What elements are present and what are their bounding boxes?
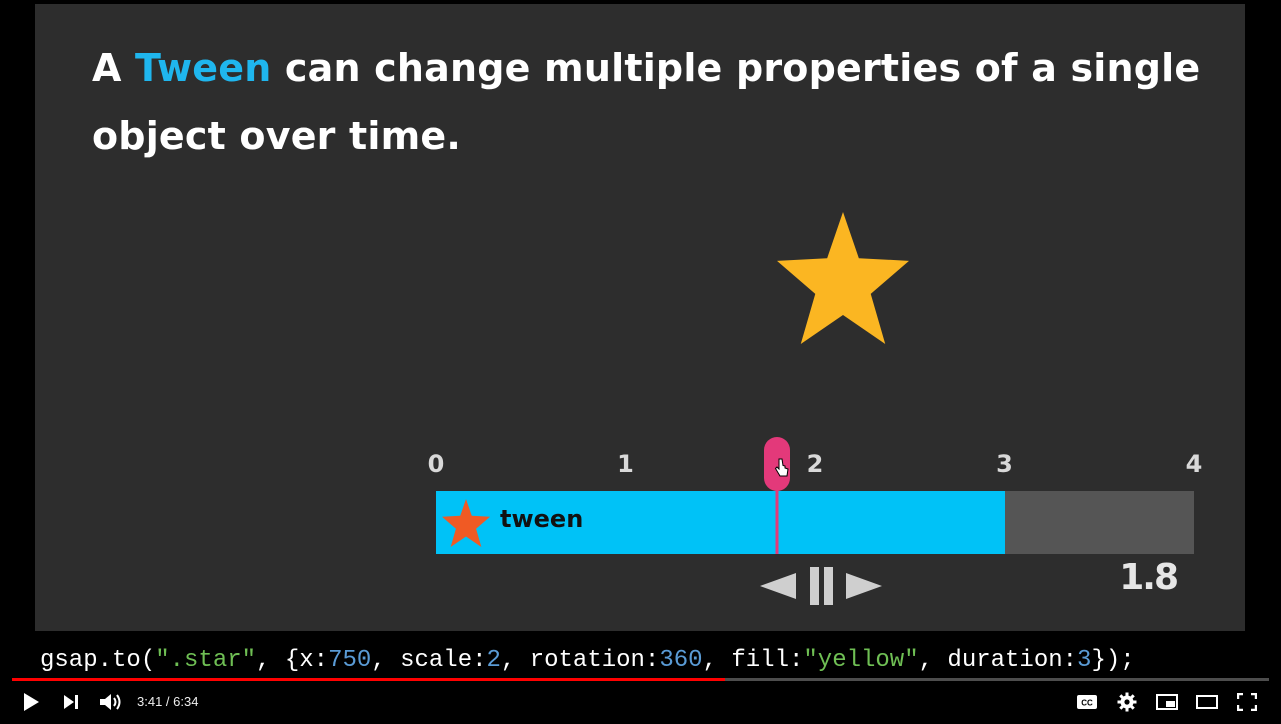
code-token: gsap.to( — [40, 647, 156, 674]
tween-bar[interactable]: tween — [436, 491, 1005, 554]
timeline-tick-3: 3 — [996, 450, 1013, 478]
timeline-track: tween — [436, 491, 1194, 554]
theater-icon — [1196, 695, 1218, 709]
playhead-handle[interactable] — [764, 437, 791, 491]
time-display: 3:41 / 6:34 — [137, 694, 199, 709]
code-token: , duration: — [918, 647, 1078, 674]
play-icon — [24, 693, 39, 711]
code-number: 750 — [328, 647, 372, 674]
video-frame: A Tween can change multiple properties o… — [35, 4, 1245, 631]
volume-icon — [100, 694, 121, 710]
pause-icon[interactable] — [808, 563, 836, 609]
miniplayer-button[interactable] — [1152, 689, 1182, 715]
code-token: , scale: — [371, 647, 487, 674]
next-button[interactable] — [56, 689, 86, 715]
reverse-icon[interactable] — [758, 563, 798, 609]
code-number: 3 — [1077, 647, 1092, 674]
video-progress-bar[interactable] — [12, 678, 1269, 681]
code-string: "yellow" — [803, 647, 919, 674]
headline-suffix: can change multiple properties of a sing… — [92, 46, 1201, 158]
volume-button[interactable] — [96, 689, 126, 715]
player-controls: 3:41 / 6:34 CC — [0, 684, 1281, 720]
progress-played — [12, 678, 725, 681]
timeline-tick-1: 1 — [617, 450, 634, 478]
slide-headline: A Tween can change multiple properties o… — [92, 34, 1202, 170]
code-token: , fill: — [702, 647, 804, 674]
animated-star-icon — [777, 212, 909, 344]
timeline-tick-2: 2 — [806, 450, 824, 478]
code-caption: gsap.to(".star", {x:750, scale:2, rotati… — [40, 646, 1135, 676]
timeline-tick-4: 4 — [1185, 450, 1203, 478]
captions-button[interactable]: CC — [1072, 689, 1102, 715]
code-number: 2 — [486, 647, 501, 674]
tween-label: tween — [500, 505, 584, 533]
fullscreen-icon — [1237, 693, 1257, 711]
code-token: }); — [1091, 647, 1135, 674]
code-string: ".star" — [155, 647, 257, 674]
playhead-line — [775, 488, 779, 554]
animation-controls — [758, 563, 886, 609]
svg-text:CC: CC — [1081, 699, 1093, 708]
timeline-tick-0: 0 — [427, 450, 445, 478]
fullscreen-button[interactable] — [1232, 689, 1262, 715]
code-number: 360 — [659, 647, 703, 674]
play-button[interactable] — [16, 689, 46, 715]
next-icon — [64, 695, 78, 709]
settings-icon — [1117, 692, 1137, 712]
settings-button[interactable] — [1112, 689, 1142, 715]
play-forward-icon[interactable] — [844, 563, 884, 609]
headline-prefix: A — [92, 46, 136, 90]
hand-cursor-icon — [774, 458, 789, 477]
time-readout: 1.8 — [1119, 557, 1179, 598]
code-token: , {x: — [256, 647, 329, 674]
tween-star-icon — [442, 499, 490, 547]
code-token: , rotation: — [500, 647, 660, 674]
headline-accent-word: Tween — [135, 46, 272, 90]
miniplayer-icon — [1156, 694, 1178, 710]
cc-icon: CC — [1077, 695, 1097, 709]
theater-button[interactable] — [1192, 689, 1222, 715]
